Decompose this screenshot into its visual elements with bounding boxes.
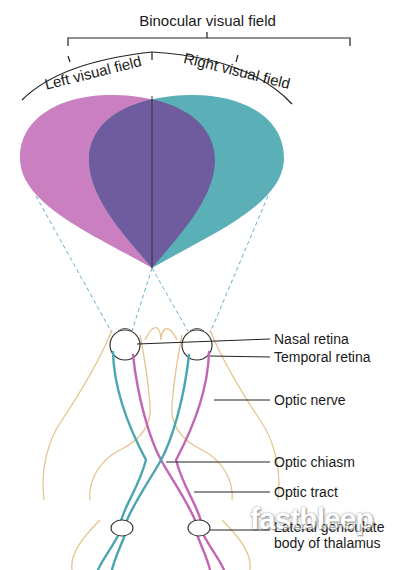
binocular-overlap bbox=[89, 95, 284, 268]
field-label: Right visual field bbox=[162, 44, 312, 97]
lateral-geniculate-bodies bbox=[111, 520, 210, 536]
right-visual-field bbox=[89, 95, 284, 268]
midline bbox=[152, 96, 153, 268]
optic-pathways bbox=[98, 352, 224, 570]
leader-lines bbox=[137, 339, 270, 530]
lenses bbox=[118, 329, 204, 332]
projection-lines bbox=[36, 196, 268, 333]
brain-outline bbox=[43, 328, 279, 570]
part-label: Nasal retina bbox=[274, 331, 414, 347]
part-label: Optic chiasm bbox=[274, 454, 414, 470]
field-label: Left visual field bbox=[18, 46, 168, 99]
watermark: fastbleep bbox=[250, 502, 415, 537]
eyes bbox=[110, 330, 212, 360]
part-label: Optic tract bbox=[274, 484, 414, 500]
part-label: Temporal retina bbox=[274, 349, 414, 365]
field-heading: Binocular visual field bbox=[100, 12, 315, 29]
part-label: Optic nerve bbox=[274, 392, 414, 408]
